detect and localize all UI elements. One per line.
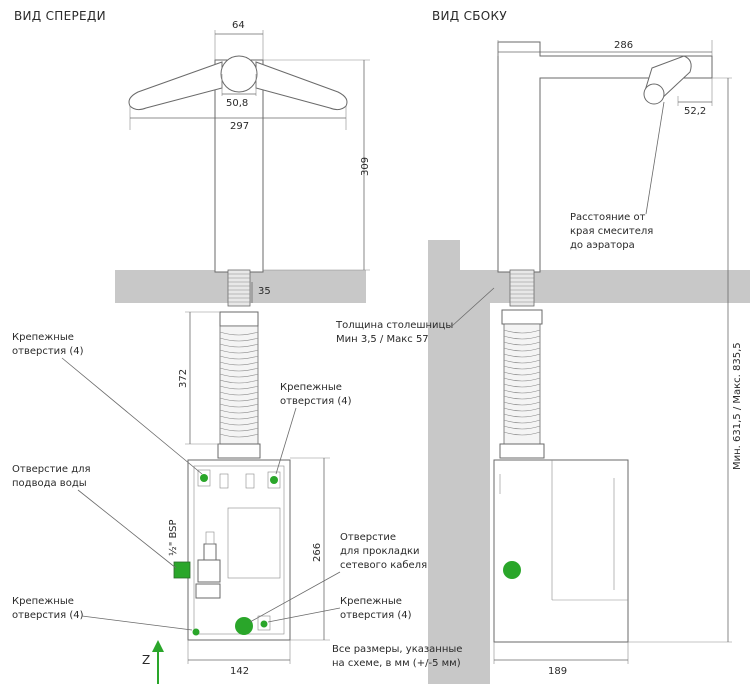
label-cable-line1: Отверстие xyxy=(340,532,396,543)
dim-aerator: 52,2 xyxy=(684,106,706,117)
front-labels: Крепежные отверстия (4) Крепежные отверс… xyxy=(12,332,462,684)
dim-height: 309 xyxy=(360,157,371,176)
note-line2: на схеме, в мм (+/-5 мм) xyxy=(332,658,461,669)
label-water-line2: подвода воды xyxy=(12,478,87,489)
control-box-front xyxy=(173,459,291,641)
label-mount-2-line1: Крепежные xyxy=(280,382,342,393)
label-cable-line2: для прокладки xyxy=(340,546,420,557)
dim-hub: 50,8 xyxy=(226,98,248,109)
mounting-hole-top-left xyxy=(200,474,208,482)
side-dimensions: 286 52,2 Мин. 631,5 / Макс. 835,5 189 xyxy=(493,40,743,677)
label-mount-3-line1: Крепежные xyxy=(12,596,74,607)
cable-hole-side xyxy=(503,561,521,579)
label-water-line1: Отверстие для xyxy=(12,464,91,475)
mounting-hole-bottom-left xyxy=(192,628,200,636)
water-inlet-fitting xyxy=(173,561,191,579)
dim-shank: 35 xyxy=(258,286,271,297)
dim-box-height: 266 xyxy=(312,543,323,562)
dim-box-width-side: 189 xyxy=(548,666,567,677)
solenoid-valve xyxy=(195,531,221,599)
label-mount-3-line2: отверстия (4) xyxy=(12,610,84,621)
cable-hole-front xyxy=(235,617,253,635)
dim-side-reach: 286 xyxy=(614,40,633,51)
side-view-title: ВИД СБОКУ xyxy=(432,9,507,23)
label-cable-line3: сетевого кабеля xyxy=(340,560,427,571)
control-box-side xyxy=(493,459,629,643)
label-aerator-line3: до аэратора xyxy=(570,240,635,251)
label-aerator-line1: Расстояние от xyxy=(570,212,646,223)
label-mount-4-line1: Крепежные xyxy=(340,596,402,607)
dim-box-width-front: 142 xyxy=(230,666,249,677)
side-labels: Расстояние от края смесителя до аэратора… xyxy=(335,101,665,345)
front-faucet xyxy=(128,55,348,459)
dim-top-width: 64 xyxy=(232,20,245,31)
front-dimensions: 64 50,8 297 309 35 372 266 142 ½" xyxy=(129,20,371,677)
mounting-hole-bottom-right xyxy=(260,620,268,628)
front-view-title: ВИД СПЕРЕДИ xyxy=(14,9,106,23)
label-mount-1-line1: Крепежные xyxy=(12,332,74,343)
label-countertop-line1: Толщина столешницы xyxy=(335,320,453,331)
dim-hose: 372 xyxy=(178,369,189,388)
dim-total-height: Мин. 631,5 / Макс. 835,5 xyxy=(732,342,743,470)
axis-z-label: Z xyxy=(142,653,151,667)
dim-arm-span: 297 xyxy=(230,121,249,132)
dim-bsp: ½" BSP xyxy=(167,519,179,556)
label-aerator-line2: края смесителя xyxy=(570,226,653,237)
label-mount-4-line2: отверстия (4) xyxy=(340,610,412,621)
countertop-side xyxy=(428,240,750,684)
note-line1: Все размеры, указанные xyxy=(332,644,462,655)
threaded-shank-front xyxy=(227,269,251,307)
mounting-hole-top-right xyxy=(270,476,278,484)
flexible-hose-front xyxy=(219,325,259,445)
label-mount-1-line2: отверстия (4) xyxy=(12,346,84,357)
label-countertop-line2: Мин 3,5 / Макс 57 xyxy=(336,334,429,345)
label-mount-2-line2: отверстия (4) xyxy=(280,396,352,407)
